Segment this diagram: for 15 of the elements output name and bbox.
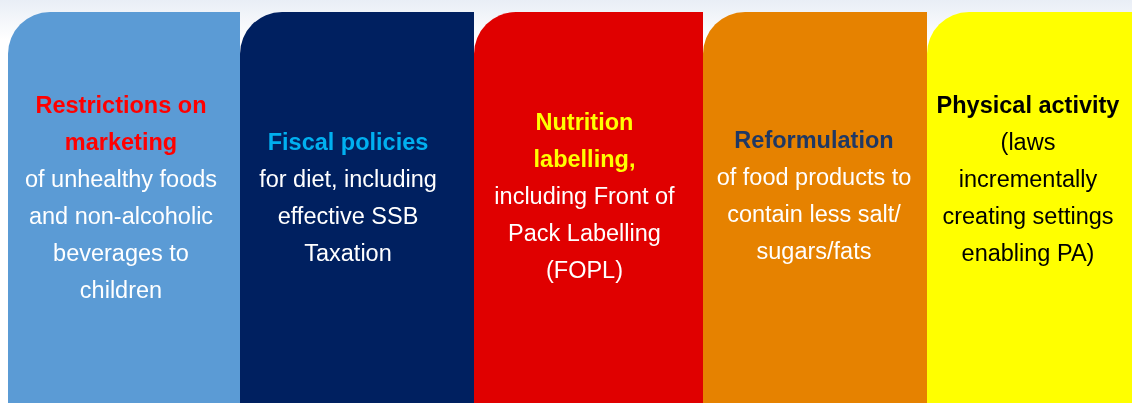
policy-card	[8, 12, 240, 403]
card-heading: Fiscal policies	[266, 128, 430, 157]
card-heading: Nutrition labelling,	[532, 108, 637, 174]
policy-card	[703, 12, 927, 403]
card-heading: Restrictions on marketing	[34, 91, 208, 157]
card-text: of food products to contain less salt/ sugars/fats	[715, 163, 913, 266]
policy-card	[240, 12, 474, 403]
card-heading: Physical activity	[935, 91, 1121, 120]
card-text: including Front of Pack Labelling (FOPL)	[493, 182, 676, 285]
card-heading: Reformulation	[733, 126, 895, 155]
policy-card	[927, 12, 1132, 403]
card-text: of unhealthy foods and non-alcoholic beverages to children	[23, 165, 219, 305]
card-text: (laws incrementally creating settings enabling PA)	[941, 128, 1115, 268]
card-text: for diet, including effective SSB Taxation	[258, 165, 438, 268]
policy-card	[474, 12, 703, 403]
